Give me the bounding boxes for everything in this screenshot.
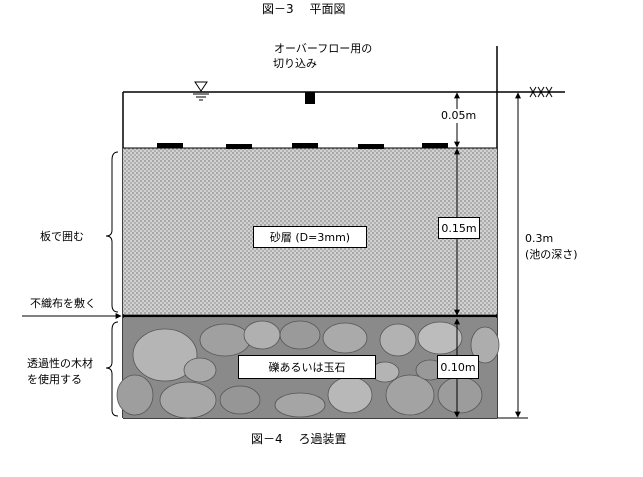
side-label-cloth: 不織布を敷く — [30, 297, 96, 310]
side-label-board: 板で囲む — [40, 230, 84, 243]
board-brace — [105, 151, 119, 313]
gravel-stones — [116, 320, 500, 419]
caption-top: 図－3 平面図 — [262, 2, 346, 16]
side-label-wood-line2: を使用する — [27, 373, 82, 386]
overflow-label-line2: 切り込み — [273, 57, 317, 70]
dim-depth-line2: (池の深さ) — [525, 248, 578, 261]
top-boards — [157, 143, 448, 149]
water-level-symbol — [193, 81, 209, 101]
side-label-wood-line1: 透過性の木材 — [27, 357, 93, 370]
overflow-notch — [305, 92, 315, 104]
ground-hatch — [529, 86, 553, 98]
caption-bottom: 図－4 ろ過装置 — [251, 432, 347, 446]
wood-brace — [105, 321, 119, 417]
layer-label-gravel: 礫あるいは玉石 — [238, 355, 376, 379]
overflow-label-line1: オーバーフロー用の — [274, 42, 373, 55]
dim-gravel: 0.10m — [437, 355, 479, 379]
dim-sand: 0.15m — [438, 217, 480, 239]
dim-depth-line1: 0.3m — [525, 232, 554, 245]
layer-label-sand: 砂層 (D=3mm) — [253, 226, 367, 248]
dim-water-gap: 0.05m — [440, 109, 478, 123]
